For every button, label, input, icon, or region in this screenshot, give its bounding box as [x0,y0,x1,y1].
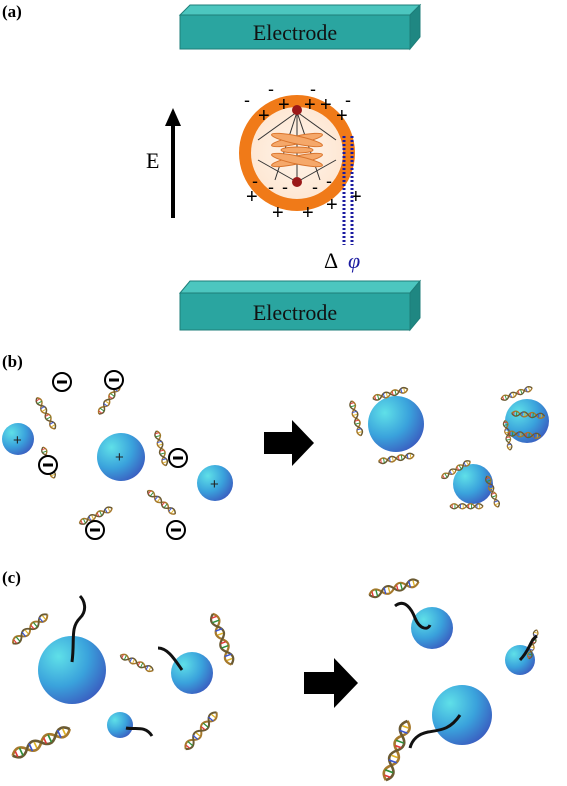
minus-charge: - [326,171,332,191]
minus-charge: - [252,171,258,191]
nanoparticle [97,433,145,481]
plus-charge: + [350,186,362,208]
plus-charge: + [326,194,338,216]
minus-charge: - [244,90,250,110]
dna-strand [449,503,484,510]
linker-strand [70,594,87,663]
top-electrode: Electrode [178,3,422,51]
plus-charge: + [320,94,332,116]
dna-strand [9,610,51,647]
dna-strand [153,429,170,468]
panel-c-left [9,594,237,762]
minus-charge: - [268,177,274,197]
dna-strand [367,576,421,600]
transition-arrow-b [264,420,314,466]
nanoparticle-complex [432,685,492,745]
negative-charge-icon [168,448,188,468]
membrane-charges: - - - - + + + + + - - - - - + + + + + [244,79,362,224]
nanoparticle-complex [453,464,493,504]
negative-charge-icon [85,520,105,540]
linker-strand [518,634,538,662]
electric-field-arrow [165,108,181,218]
plus-charge: + [302,202,314,224]
nanoparticle [171,652,213,694]
top-electrode-label: Electrode [253,20,337,45]
nanoparticle [197,465,233,501]
dna-strand [145,487,178,517]
plus-charge: + [304,94,316,116]
minus-charge: - [310,79,316,99]
minus-charge: - [282,177,288,197]
panel-b-left: + + + [2,370,233,540]
plus-charge: + [258,105,270,127]
phi-symbol: φ [348,248,360,273]
panel-c-label: (c) [2,568,21,587]
negative-charge-icon [38,455,58,475]
plus-charge: + [13,432,22,449]
plus-charge: + [210,476,219,493]
minus-charge: - [312,177,318,197]
linker-strand [408,714,462,749]
bottom-electrode-label: Electrode [253,300,337,325]
field-label: E [146,148,159,173]
panel-c-right [367,576,540,784]
transition-arrow-c [304,658,358,708]
plus-charge: + [246,186,258,208]
dna-strand [118,652,155,674]
minus-charge: - [268,79,274,99]
nanoparticle [2,423,34,455]
dna-strand [207,611,237,668]
linker-strand [394,601,432,630]
nanoparticle-complex [368,396,424,452]
panel-a-label: (a) [2,2,22,21]
plus-charge: + [115,449,124,466]
centrosome-bottom [292,177,302,187]
nanoparticle-complex [411,607,453,649]
dna-strand [380,718,414,784]
delta-symbol: Δ [324,248,338,273]
linker-strand [125,726,154,737]
negative-charge-icon [52,372,72,392]
nanoparticle [38,636,106,704]
nanoparticle [107,712,133,738]
plus-charge: + [336,105,348,127]
minus-charge: - [345,90,351,110]
dna-strand [348,399,365,438]
plus-charge: + [278,94,290,116]
negative-charge-icon [166,520,186,540]
plus-charge: + [272,202,284,224]
dna-strand [377,451,416,465]
dna-strand [33,395,58,432]
dna-strand [181,709,221,753]
cell [239,95,355,211]
panel-b-label: (b) [2,352,23,371]
nanoparticle-complex [505,399,549,443]
dna-strand [9,723,74,762]
chromosomes [271,132,323,168]
centrosome-top [292,105,302,115]
panel-b-right [348,384,549,510]
bottom-electrode: Electrode [178,279,422,332]
linker-strand [157,646,184,671]
negative-charge-icon [104,370,124,390]
